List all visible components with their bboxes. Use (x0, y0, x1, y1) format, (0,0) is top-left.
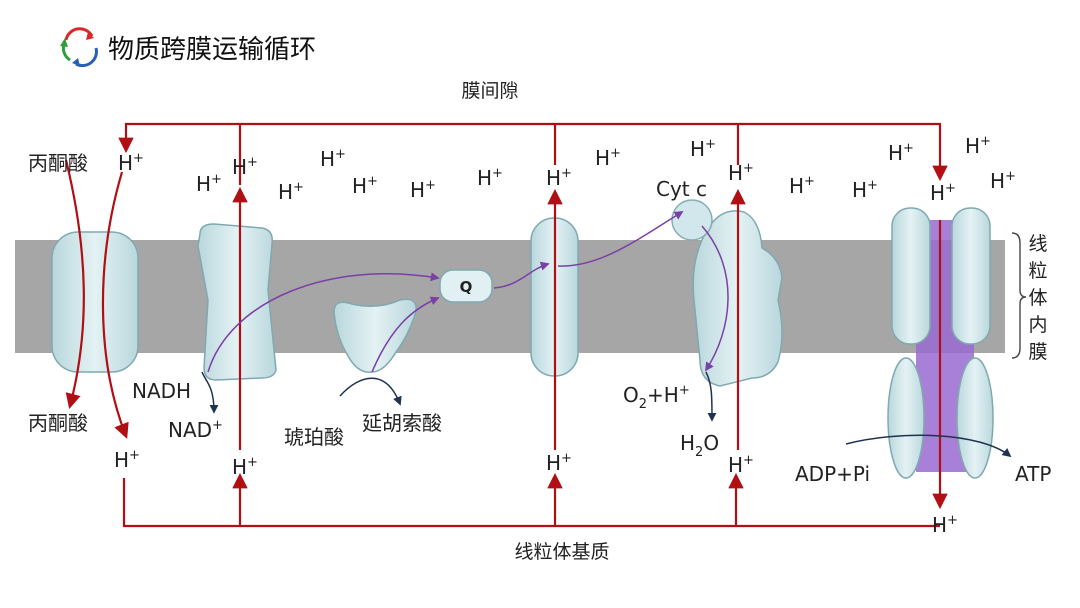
h2o-label: H2O (680, 431, 719, 460)
cytochrome-c (671, 199, 713, 241)
substrate-arrows (201, 371, 1012, 458)
h2o-sub: 2 (695, 445, 703, 460)
proton-circuit (64, 122, 948, 528)
o2-o: O (623, 383, 639, 407)
inner-membrane-char-3: 体 (1028, 287, 1047, 309)
pyruvate-carrier (51, 231, 139, 373)
o2-sub: 2 (639, 397, 647, 412)
h-plus-ion: H+ (352, 174, 378, 198)
inner-membrane-band (15, 240, 1005, 353)
h-plus-ion: H+ (477, 166, 503, 190)
o2-h-label: O2+H+ (623, 383, 690, 412)
h-plus-ion: H+ (546, 451, 572, 475)
h-plus-ion: H+ (410, 178, 436, 202)
q-label: Q (460, 278, 473, 296)
h-plus-ion: H+ (888, 141, 914, 165)
page-title: 物质跨膜运输循环 (108, 35, 316, 65)
nad-superscript: + (212, 418, 223, 433)
intermembrane-space-label: 膜间隙 (461, 80, 518, 102)
h-plus-ion: H+ (930, 181, 956, 205)
h-plus-ion: H+ (789, 174, 815, 198)
h-plus-ion: H+ (114, 448, 140, 472)
adp-pi-label: ADP+Pi (795, 462, 870, 486)
h-plus-ion: H+ (118, 151, 144, 175)
complex-ii (333, 298, 417, 373)
ubiquinone-q (439, 269, 493, 303)
nad-plus-label: NAD+ (168, 418, 223, 442)
cycle-arrows-icon (60, 27, 98, 68)
membrane-brace (1011, 232, 1027, 359)
electron-transport-path (207, 211, 729, 373)
matrix-label: 线粒体基质 (514, 541, 609, 563)
h2o-o: O (703, 431, 719, 455)
h-plus-ion: H+ (595, 146, 621, 170)
h-plus-ion: H+ (728, 453, 754, 477)
pyruvate-top-label: 丙酮酸 (28, 151, 88, 175)
atp-label: ATP (1015, 462, 1051, 486)
atp-synthase-right-subunit (951, 207, 991, 345)
h-plus-ion: H+ (728, 161, 754, 185)
o2-superscript: + (679, 383, 690, 398)
nad-text: NAD (168, 418, 212, 442)
succinate-label: 琥珀酸 (284, 425, 344, 449)
complex-i (197, 223, 277, 381)
inner-membrane-char-2: 粒 (1028, 260, 1047, 282)
h-plus-ion: H+ (232, 455, 258, 479)
fumarate-label: 延胡索酸 (362, 411, 442, 435)
cyt-c-label: Cyt c (656, 177, 707, 201)
h-plus-ion: H+ (932, 513, 958, 537)
atp-synthase-f1-left (887, 357, 925, 479)
h-plus-ion: H+ (196, 172, 222, 196)
atp-synthase-f1-right (956, 357, 994, 479)
inner-membrane-char-1: 线 (1028, 233, 1047, 255)
h-plus-ion: H+ (546, 166, 572, 190)
atp-synthase-left-subunit (891, 207, 931, 345)
h-plus-ion: H+ (990, 169, 1016, 193)
h-plus-ion: H+ (278, 180, 304, 204)
nadh-label: NADH (132, 379, 191, 403)
h-plus-ion: H+ (690, 137, 716, 161)
h-plus-ion: H+ (852, 178, 878, 202)
o2-plus-h: +H (647, 383, 679, 407)
h-plus-ion: H+ (965, 134, 991, 158)
h-plus-ions: H+ H+ H+ H+ H+ H+ H+ H+ H+ H+ H+ H+ H+ H… (114, 134, 1016, 537)
pyruvate-bottom-label: 丙酮酸 (28, 411, 88, 435)
inner-membrane-char-4: 内 (1028, 314, 1047, 336)
h2o-h: H (680, 431, 695, 455)
h-plus-ion: H+ (232, 155, 258, 179)
h-plus-ion: H+ (320, 147, 346, 171)
inner-membrane-char-5: 膜 (1028, 341, 1047, 363)
